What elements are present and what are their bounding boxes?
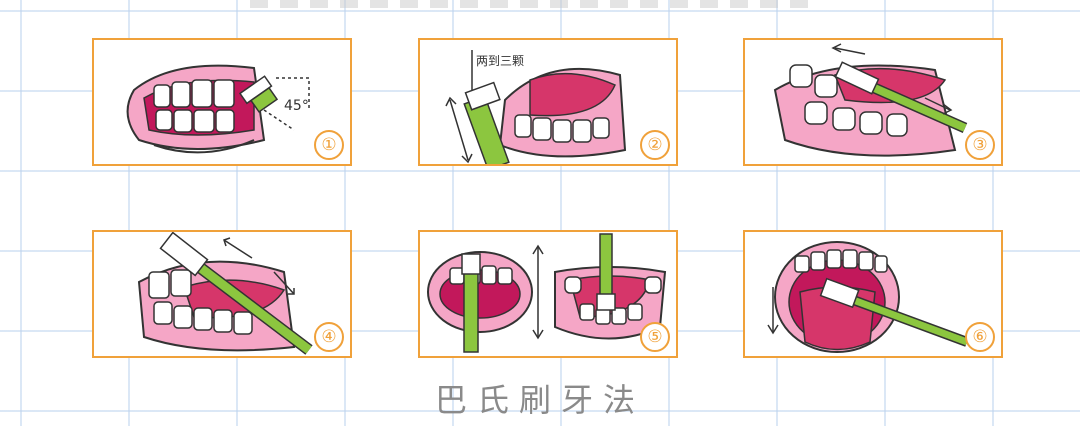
step-4-panel: ④: [92, 230, 352, 358]
step-1-illustration: [126, 64, 310, 154]
step-4-illustration: [137, 232, 313, 355]
angle-label: 45°: [284, 98, 309, 114]
teeth-count-label: 两到三颗: [476, 54, 525, 68]
step-5-panel: ⑤: [418, 230, 678, 358]
step-3-number: ③: [965, 130, 995, 160]
step-1-number: ①: [314, 130, 344, 160]
step-1-panel: 45° ①: [92, 38, 352, 166]
step-6-illustration: [767, 241, 969, 353]
step-2-panel: 两到三颗 ②: [418, 38, 678, 166]
step-2-illustration: [445, 50, 627, 164]
step-6-panel: ⑥: [743, 230, 1003, 358]
step-2-number: ②: [640, 130, 670, 160]
step-4-number: ④: [314, 322, 344, 352]
cut-off-top-text: [250, 0, 810, 8]
step-5-number: ⑤: [640, 322, 670, 352]
step-3-panel: ③: [743, 38, 1003, 166]
step-3-illustration: [773, 43, 968, 157]
step-5-illustration: [427, 233, 667, 353]
step-6-number: ⑥: [965, 322, 995, 352]
page-title: 巴氏刷牙法: [434, 381, 645, 419]
